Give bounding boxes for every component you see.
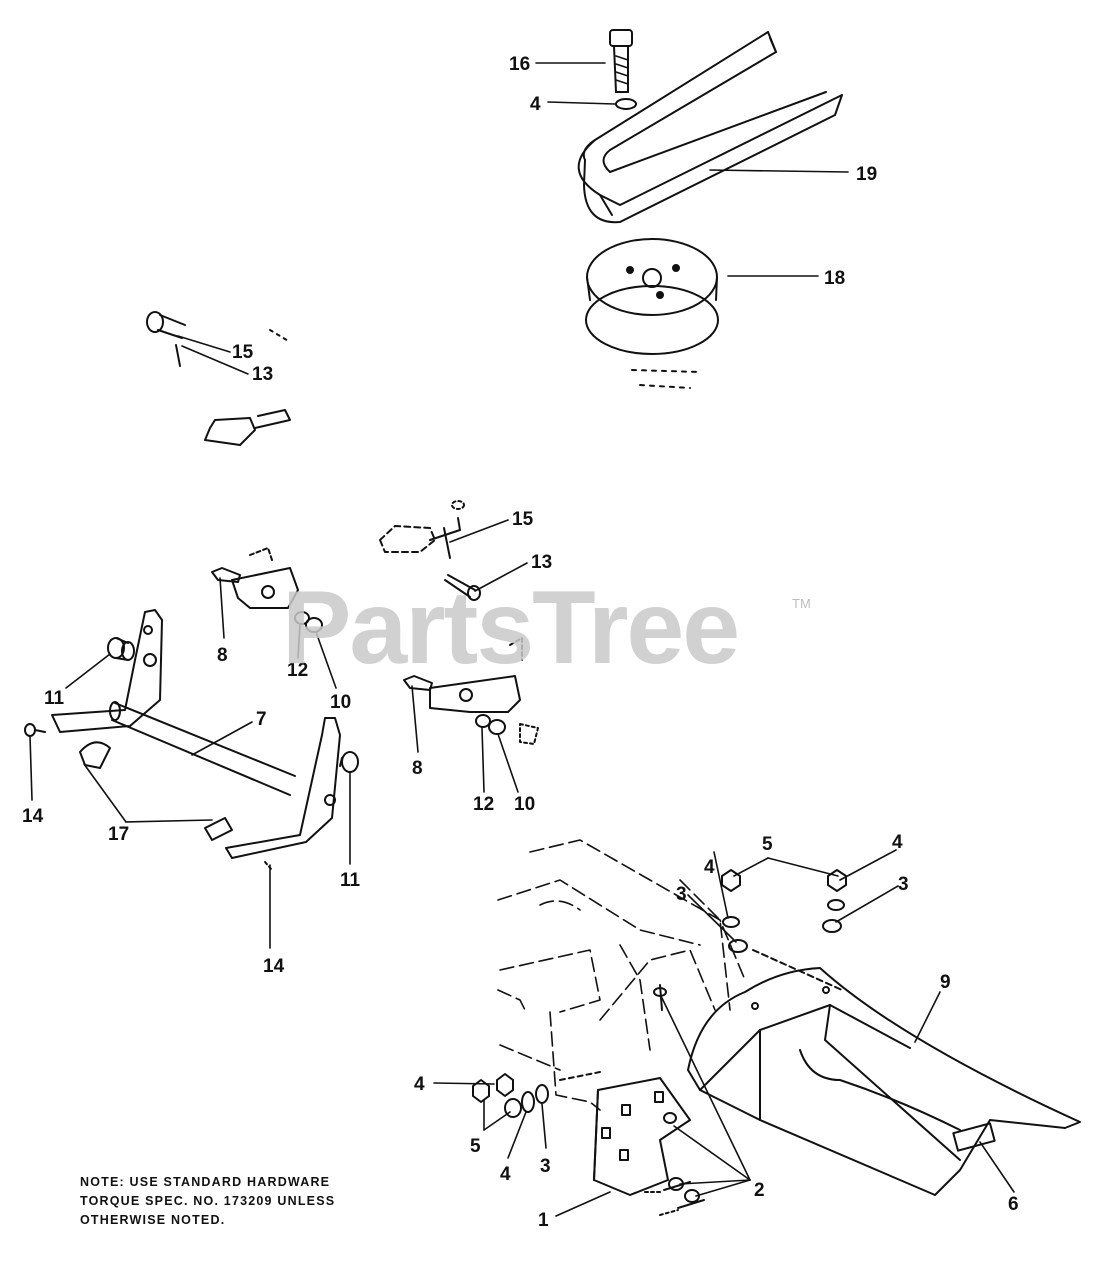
callout-5-left: 5	[470, 1136, 481, 1157]
callout-11-left: 11	[44, 688, 65, 709]
bracket-lower-drawing	[403, 637, 539, 745]
callout-9: 9	[940, 972, 951, 993]
callout-3-right-a: 3	[676, 884, 687, 905]
leader-lines	[29, 62, 1015, 1217]
partstree-watermark: PartsTree	[282, 570, 740, 686]
shroud-drawing	[687, 967, 1081, 1196]
callout-7: 7	[256, 709, 267, 730]
note-line-1: NOTE: USE STANDARD HARDWARE	[80, 1175, 331, 1189]
callout-3-right-b: 3	[898, 874, 909, 895]
callout-8-lower: 8	[412, 758, 423, 779]
callout-4-left-b: 4	[500, 1164, 511, 1185]
callout-8-upper: 8	[217, 645, 228, 666]
callout-14-left: 14	[22, 806, 44, 827]
callout-1: 1	[538, 1210, 549, 1231]
hardware-note: NOTE: USE STANDARD HARDWARE TORQUE SPEC.…	[80, 1173, 400, 1230]
hardware-right-drawing	[653, 869, 847, 1011]
lift-shaft-drawing	[24, 609, 359, 871]
hardware-left-drawing	[472, 1071, 601, 1118]
callout-15-upper: 15	[232, 342, 254, 363]
pulley-drawing	[585, 238, 719, 389]
bracket-upper-drawing	[211, 547, 323, 633]
callout-10-upper: 10	[330, 692, 351, 713]
callout-4-top: 4	[530, 94, 541, 115]
callout-15-middle: 15	[512, 509, 534, 530]
callout-6: 6	[1008, 1194, 1019, 1215]
callout-12-upper: 12	[287, 660, 308, 681]
callout-4-right-b: 4	[892, 832, 903, 853]
washer-top-drawing	[615, 98, 637, 110]
callout-11-right: 11	[340, 870, 361, 891]
callout-5-right: 5	[762, 834, 773, 855]
callout-14-bottom: 14	[263, 956, 285, 977]
callout-19: 19	[856, 164, 877, 185]
callout-10-lower: 10	[514, 794, 535, 815]
callout-16: 16	[509, 54, 530, 75]
callout-4-left-a: 4	[414, 1074, 425, 1095]
rod-end-middle-drawing	[379, 500, 481, 601]
callout-3-left: 3	[540, 1156, 551, 1177]
frame-phantom-drawing	[497, 839, 746, 1111]
callout-labels: 16 4 19 18 15 13 15 13 8 12 10 8 12 10 1…	[22, 54, 1019, 1231]
callout-4-right-a: 4	[704, 857, 715, 878]
callout-13-upper: 13	[252, 364, 273, 385]
callout-17: 17	[108, 824, 129, 845]
bolt-16-drawing	[609, 29, 633, 93]
note-line-2: TORQUE SPEC. NO. 173209 UNLESS	[80, 1194, 336, 1208]
callout-2: 2	[754, 1180, 765, 1201]
note-line-3: OTHERWISE NOTED.	[80, 1213, 226, 1227]
callout-18: 18	[824, 268, 845, 289]
mounting-bracket-drawing	[593, 1077, 705, 1216]
callout-12-lower: 12	[473, 794, 494, 815]
trademark-symbol: TM	[792, 596, 811, 611]
callout-13-middle: 13	[531, 552, 552, 573]
belt-drawing	[577, 31, 843, 224]
